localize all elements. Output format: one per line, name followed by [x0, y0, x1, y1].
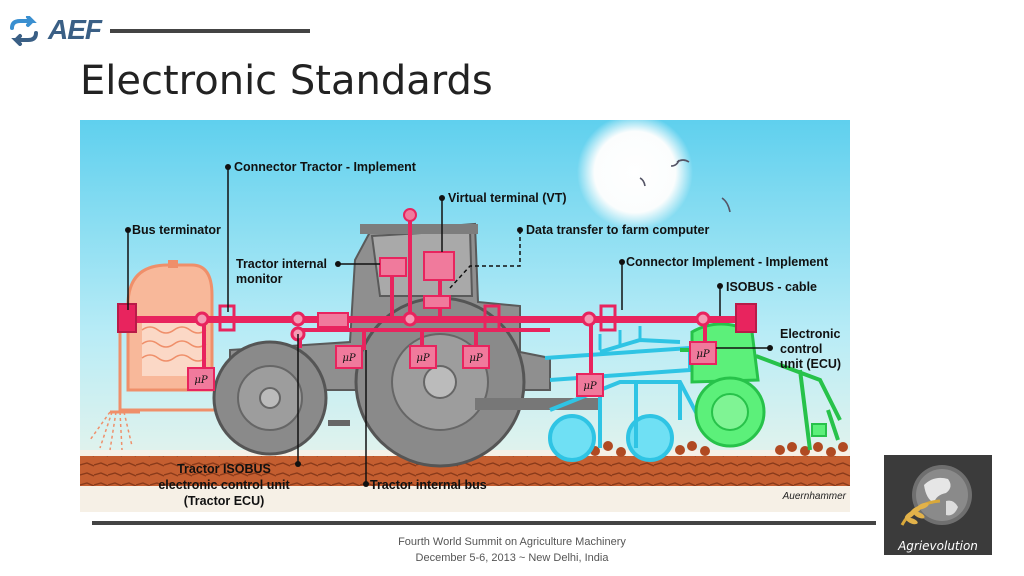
leader-dots [125, 164, 773, 487]
microprocessor-labels: μP μP μP μP μP μP [194, 349, 709, 392]
label-connector-tractor-implement: Connector Tractor - Implement [234, 160, 417, 174]
label-data-transfer: Data transfer to farm computer [526, 223, 710, 237]
svg-text:μP: μP [416, 353, 429, 364]
svg-text:μP: μP [469, 353, 482, 364]
label-ecu-2: control [780, 342, 822, 356]
label-tractor-internal-monitor-2: monitor [236, 272, 283, 286]
svg-text:μP: μP [696, 349, 709, 360]
label-tractor-internal-bus: Tractor internal bus [370, 478, 487, 492]
label-bus-terminator: Bus terminator [132, 223, 221, 237]
label-tractor-ecu-2: electronic control unit [158, 478, 290, 492]
sun [577, 120, 693, 230]
globe-wheat-icon [900, 465, 972, 526]
bus-terminator-left [117, 303, 137, 333]
beacon-icon [403, 208, 417, 222]
footer-line-2: December 5-6, 2013 ~ New Delhi, India [415, 552, 609, 564]
connector-tractor-rear [483, 304, 501, 332]
svg-text:μP: μP [583, 381, 596, 392]
tractor-internal-monitor [379, 257, 407, 277]
isobus-diagram: μP μP μP μP μP μP Connector Tractor - Im… [80, 120, 850, 512]
footer-rule [92, 521, 876, 525]
isobus-illustration: μP μP μP μP μP μP Connector Tractor - Im… [80, 120, 850, 512]
microprocessor-boxes [187, 341, 717, 397]
connector-sprayer [218, 304, 236, 332]
label-ecu-3: unit (ECU) [780, 357, 841, 371]
bus-nodes [194, 311, 711, 342]
page-title: Electronic Standards [80, 58, 493, 104]
label-tractor-internal-monitor-1: Tractor internal [236, 257, 327, 271]
leader-lines [127, 167, 770, 484]
recycle-arrows-icon [10, 16, 38, 46]
tractor-ecu-box [317, 312, 349, 328]
footer: Fourth World Summit on Agriculture Machi… [340, 534, 684, 566]
connector-implement [599, 304, 617, 332]
virtual-terminal [423, 251, 455, 281]
bird-icon [721, 197, 731, 213]
agrievolution-text: Agrievolution [898, 539, 978, 553]
footer-line-1: Fourth World Summit on Agriculture Machi… [398, 536, 626, 548]
bird-icon [670, 159, 690, 167]
label-connector-implement-implement: Connector Implement - Implement [626, 255, 829, 269]
sprayer-implement [89, 260, 220, 451]
label-isobus-cable: ISOBUS - cable [726, 280, 817, 294]
label-virtual-terminal: Virtual terminal (VT) [448, 191, 567, 205]
svg-text:μP: μP [342, 353, 355, 364]
bird-icon [639, 177, 646, 187]
aef-logo: AEF [6, 14, 106, 46]
label-tractor-ecu-3: (Tractor ECU) [184, 494, 265, 508]
tc-box [423, 295, 451, 309]
header-rule [110, 29, 310, 33]
label-tractor-ecu-1: Tractor ISOBUS [177, 462, 271, 476]
logo-text: AEF [48, 14, 102, 45]
svg-text:μP: μP [194, 375, 207, 386]
label-ecu-1: Electronic [780, 327, 840, 341]
image-credit: Auernhammer [782, 491, 847, 502]
soil [80, 456, 850, 486]
bus-terminator-right [735, 303, 757, 333]
seeder-implement [680, 322, 842, 451]
agrievolution-logo: Agrievolution [884, 455, 992, 555]
